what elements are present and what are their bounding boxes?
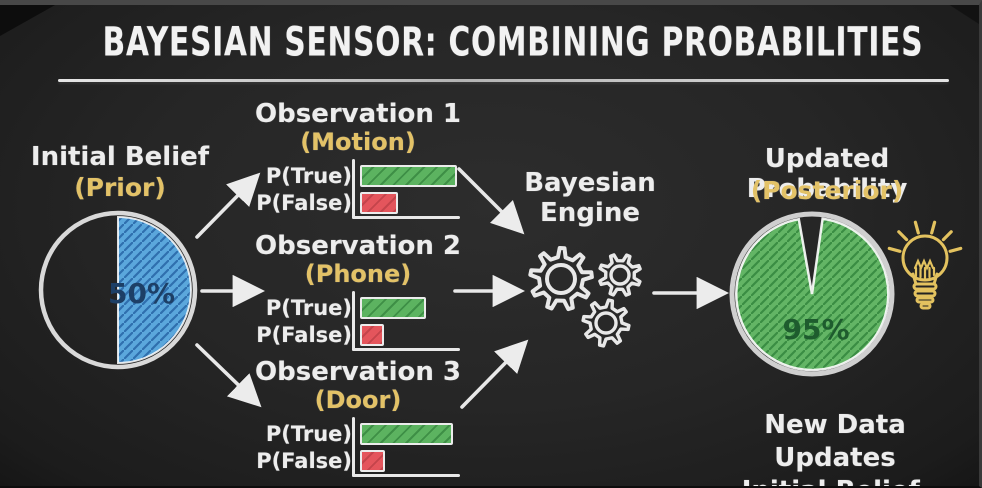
observation-3-subtitle: (Door) bbox=[314, 386, 402, 414]
engine-heading: Bayesian Engine bbox=[505, 168, 675, 228]
p-false-label: P(False) bbox=[256, 448, 352, 473]
y-axis-line bbox=[352, 417, 355, 477]
x-axis-line bbox=[352, 216, 460, 219]
bar-row: P(False) bbox=[252, 447, 464, 474]
page-title: BAYESIAN SENSOR: COMBINING PROBABILITIES bbox=[102, 19, 924, 66]
y-axis-line bbox=[352, 291, 355, 351]
gears-icon bbox=[528, 246, 642, 348]
p-true-bar bbox=[360, 296, 426, 319]
title-underline bbox=[58, 79, 949, 82]
prior-value-label: 50% bbox=[108, 277, 176, 310]
observation-2-title: Observation 2 bbox=[255, 231, 461, 261]
observation-1-block: Observation 1 (Motion) P(True) P(False) bbox=[252, 99, 464, 219]
p-true-label: P(True) bbox=[265, 421, 352, 446]
y-axis-line bbox=[352, 159, 355, 219]
observation-2-block: Observation 2 (Phone) P(True) P(False) bbox=[252, 231, 464, 351]
posterior-pie-slice bbox=[735, 217, 890, 372]
bar-row: P(True) bbox=[252, 294, 464, 321]
posterior-pie-chart bbox=[729, 211, 895, 377]
observation-1-subtitle: (Motion) bbox=[300, 128, 416, 156]
p-false-bar bbox=[360, 191, 398, 214]
observation-1-bar-chart: P(True) P(False) bbox=[252, 159, 464, 219]
observation-2-subtitle: (Phone) bbox=[304, 260, 412, 288]
engine-heading-line1: Bayesian bbox=[524, 168, 656, 198]
observation-3-title: Observation 3 bbox=[255, 357, 461, 387]
observation-1-title: Observation 1 bbox=[255, 99, 461, 129]
observation-3-block: Observation 3 (Door) P(True) P(False) bbox=[252, 357, 464, 477]
footer-note: New Data Updates Initial Belief. bbox=[700, 409, 970, 486]
p-true-bar bbox=[360, 164, 457, 187]
p-false-label: P(False) bbox=[256, 190, 352, 215]
observation-3-bar-chart: P(True) P(False) bbox=[252, 417, 464, 477]
engine-heading-line2: Engine bbox=[540, 198, 640, 228]
x-axis-line bbox=[352, 348, 460, 351]
observation-2-bar-chart: P(True) P(False) bbox=[252, 291, 464, 351]
p-true-label: P(True) bbox=[265, 163, 352, 188]
prior-subheading: (Prior) bbox=[74, 173, 166, 202]
posterior-pie-outline bbox=[729, 211, 895, 377]
posterior-subheading: (Posterior) bbox=[750, 176, 904, 205]
bar-row: P(False) bbox=[252, 321, 464, 348]
p-true-label: P(True) bbox=[265, 295, 352, 320]
footer-note-line2: Initial Belief. bbox=[700, 475, 970, 486]
lightbulb-icon bbox=[887, 220, 963, 310]
bar-row: P(False) bbox=[252, 189, 464, 216]
bar-row: P(True) bbox=[252, 162, 464, 189]
prior-pie-slice bbox=[117, 215, 192, 365]
p-false-label: P(False) bbox=[256, 322, 352, 347]
posterior-heading: Updated Probability bbox=[746, 144, 908, 204]
corner-shadow bbox=[0, 5, 64, 36]
prior-pie-chart bbox=[38, 210, 198, 370]
arrow-prior-to-obs3 bbox=[195, 343, 262, 408]
prior-pie-outline bbox=[38, 210, 198, 370]
posterior-value-label: 95% bbox=[782, 313, 850, 346]
p-true-bar bbox=[360, 422, 453, 445]
corner-shadow bbox=[942, 5, 979, 26]
bar-row: P(True) bbox=[252, 420, 464, 447]
p-false-bar bbox=[360, 449, 385, 472]
footer-note-line1: New Data Updates bbox=[764, 410, 906, 473]
title-wrap: BAYESIAN SENSOR: COMBINING PROBABILITIES bbox=[0, 19, 979, 66]
x-axis-line bbox=[352, 474, 460, 477]
p-false-bar bbox=[360, 323, 384, 346]
prior-heading: Initial Belief bbox=[30, 142, 210, 172]
